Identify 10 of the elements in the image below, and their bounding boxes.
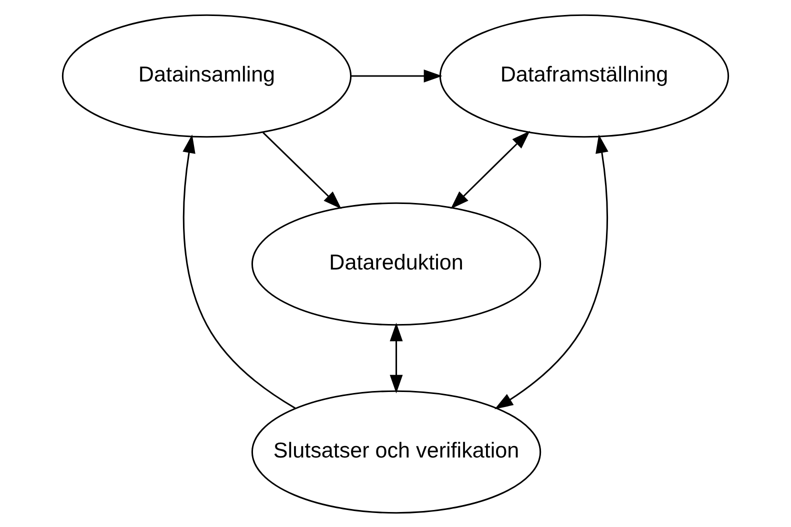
node-ellipse: Datainsamling [62,14,352,138]
node-ellipse: Datareduktion [251,202,542,326]
node-ellipse: Slutsatser och verifikation [251,390,542,514]
node-ellipse: Dataframställning [439,14,730,138]
arrow [182,134,296,408]
arrow [450,130,530,209]
arrow [390,322,403,393]
arrow [262,131,342,208]
arrow [351,69,442,82]
arrow [494,134,608,409]
